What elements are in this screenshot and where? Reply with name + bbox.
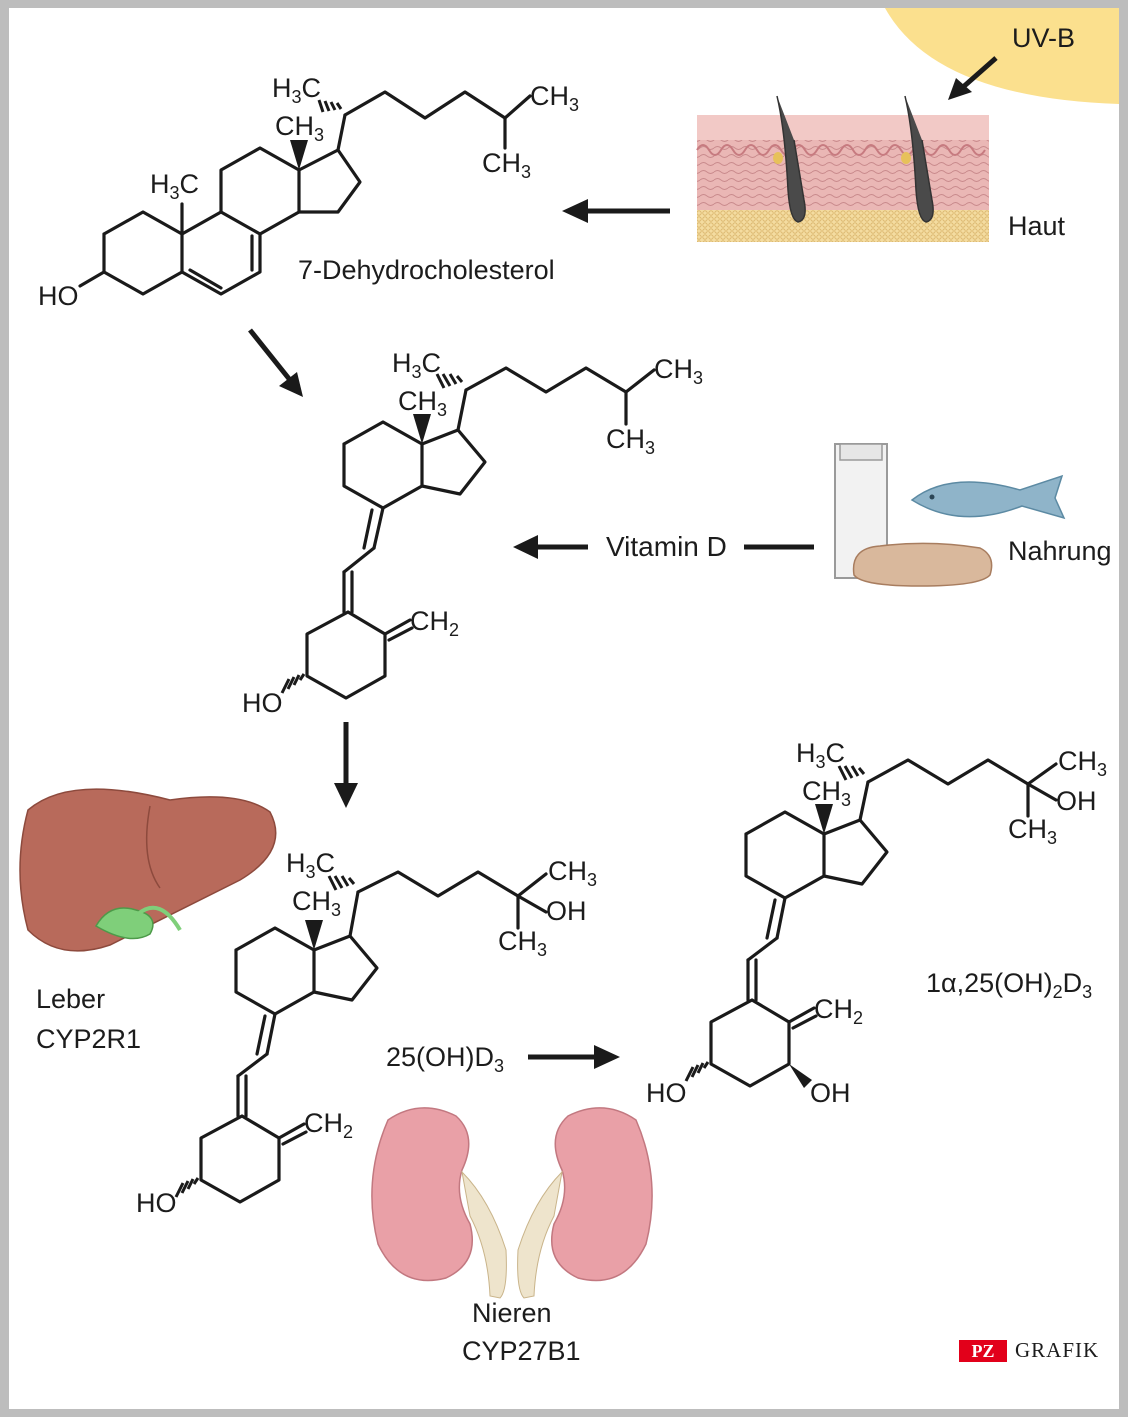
liver-illustration	[19, 788, 277, 952]
m2-name: Vitamin D	[606, 531, 727, 562]
m4-ch2: CH2	[814, 994, 863, 1028]
m1-ch3-mid: CH3	[275, 111, 324, 145]
liver-label: Leber	[36, 984, 105, 1014]
m3-oh: OH	[546, 896, 587, 926]
m2-ch3-right: CH3	[654, 354, 703, 388]
m2-ch3-mid: CH3	[398, 386, 447, 420]
m4-ho: HO	[646, 1078, 687, 1108]
kidney-enzyme: CYP27B1	[462, 1336, 581, 1366]
m3-ho: HO	[136, 1188, 177, 1218]
m3-ch3-mid: CH3	[292, 886, 341, 920]
molecule-7-dehydrocholesterol	[78, 90, 532, 296]
m1-h3c-ring: H3C	[150, 169, 199, 203]
m2-ch3-low: CH3	[606, 424, 655, 458]
kidney-illustration	[371, 1107, 653, 1299]
skin-illustration	[696, 95, 989, 242]
food-illustration	[834, 443, 1066, 587]
food-label: Nahrung	[1008, 536, 1112, 566]
m1-ch3-right: CH3	[530, 81, 579, 115]
m4-name: 1α,25(OH)2D3	[926, 968, 1092, 1002]
pathway-figure: UV-B Haut H3C CH3 CH3 CH3 H3C HO 7-	[9, 8, 1119, 1409]
m4-oh-side: OH	[1056, 786, 1097, 816]
skin-label: Haut	[1008, 211, 1066, 241]
m3-h3c: H3C	[286, 848, 335, 882]
m3-name: 25(OH)D3	[386, 1042, 504, 1076]
m2-h3c: H3C	[392, 348, 441, 382]
m3-ch3-right: CH3	[548, 856, 597, 890]
sun-icon	[885, 8, 1119, 104]
m1-ch3-low: CH3	[482, 148, 531, 182]
liver-enzyme: CYP2R1	[36, 1024, 141, 1054]
m4-oh-ring: OH	[810, 1078, 851, 1108]
molecule-25ohd3	[174, 870, 548, 1204]
m1-name: 7-Dehydrocholesterol	[298, 255, 555, 285]
uvb-label: UV-B	[1012, 23, 1075, 53]
m4-ch3-mid: CH3	[802, 776, 851, 810]
m1-ho: HO	[38, 281, 79, 311]
kidney-label: Nieren	[472, 1298, 552, 1328]
molecule-calcitriol	[684, 758, 1058, 1088]
m2-ho: HO	[242, 688, 283, 718]
pz-logo-text: GRAFIK	[1015, 1338, 1100, 1362]
m4-h3c: H3C	[796, 738, 845, 772]
m1-h3c-top: H3C	[272, 73, 321, 107]
pathway-diagram: UV-B Haut H3C CH3 CH3 CH3 H3C HO 7-	[19, 8, 1119, 1366]
m3-ch3-low: CH3	[498, 926, 547, 960]
m2-ch2: CH2	[410, 606, 459, 640]
molecule-vitamin-d	[280, 366, 656, 700]
m4-ch3-low: CH3	[1008, 814, 1057, 848]
pz-logo-badge: PZ	[959, 1340, 1007, 1362]
m4-ch3-right: CH3	[1058, 746, 1107, 780]
m3-ch2: CH2	[304, 1108, 353, 1142]
